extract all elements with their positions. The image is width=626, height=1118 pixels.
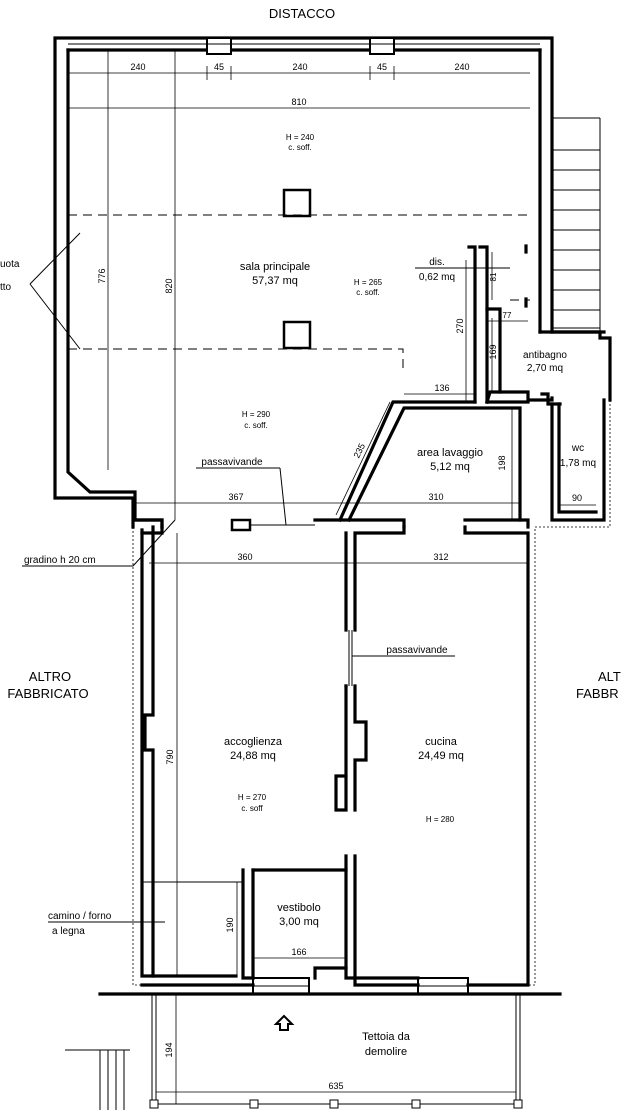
room-wc-area: 1,78 mq <box>560 458 596 469</box>
dim-77: 77 <box>503 311 512 320</box>
stairs <box>65 117 601 1110</box>
entrance-arrow-icon <box>273 1014 295 1031</box>
room-antibagno-name: antibagno <box>523 350 567 361</box>
window-top-1 <box>206 37 232 55</box>
dim-820: 820 <box>164 278 174 293</box>
dim-45-b: 45 <box>377 62 387 72</box>
room-antibagno-area: 2,70 mq <box>527 363 563 374</box>
dashed-lines <box>68 214 611 986</box>
dim-240-b: 240 <box>292 62 307 72</box>
dim-776: 776 <box>97 268 107 283</box>
dim-136: 136 <box>434 383 449 393</box>
tettoia <box>98 992 562 1109</box>
dim-194: 194 <box>164 1042 174 1057</box>
label-gradino: gradino h 20 cm <box>24 555 96 566</box>
dim-312: 312 <box>433 552 448 562</box>
room-lavaggio-area: 5,12 mq <box>430 461 470 473</box>
labels: DISTACCO ALTRO FABBRICATO ALT FABBR uota… <box>0 6 621 1091</box>
heading-left-2: FABBRICATO <box>7 686 88 701</box>
tettoia-label-2: demolire <box>365 1046 407 1058</box>
pillar-2 <box>282 320 312 350</box>
dim-198: 198 <box>497 455 507 470</box>
room-accoglienza-area: 24,88 mq <box>230 750 276 762</box>
dim-310: 310 <box>428 492 443 502</box>
heading-right-1: ALT <box>598 669 621 684</box>
room-lavaggio-name: area lavaggio <box>417 447 483 459</box>
pillar-1 <box>282 188 312 218</box>
room-accoglienza-name: accoglienza <box>224 736 283 748</box>
note-quota-1: uota <box>0 259 20 270</box>
room-cucina-name: cucina <box>425 736 458 748</box>
dim-169: 169 <box>488 344 498 359</box>
room-sala-name: sala principale <box>240 261 310 273</box>
csoff-240: c. soff. <box>288 143 311 152</box>
room-vestibolo-area: 3,00 mq <box>279 916 319 928</box>
height-290: H = 290 <box>242 410 271 419</box>
label-passavivande-2: passavivande <box>386 645 448 656</box>
note-quota-2: tto <box>0 282 12 293</box>
room-wc-name: wc <box>571 443 584 454</box>
csoff-270: c. soff <box>241 804 263 813</box>
dimension-lines <box>22 50 596 1104</box>
dim-810: 810 <box>291 97 306 107</box>
dim-190: 190 <box>225 917 235 932</box>
heading-top: DISTACCO <box>269 6 335 21</box>
csoff-290: c. soff. <box>244 421 267 430</box>
dim-81: 81 <box>489 272 498 281</box>
label-passavivande-1: passavivande <box>201 457 263 468</box>
room-vestibolo-name: vestibolo <box>277 902 320 914</box>
room-sala-area: 57,37 mq <box>252 275 298 287</box>
dim-45-a: 45 <box>214 62 224 72</box>
dim-240-a: 240 <box>130 62 145 72</box>
height-270: H = 270 <box>238 793 267 802</box>
heading-right-2: FABBR <box>576 686 619 701</box>
window-top-2 <box>369 37 395 55</box>
csoff-265: c. soff. <box>356 288 379 297</box>
height-280: H = 280 <box>426 815 455 824</box>
heading-left-1: ALTRO <box>29 669 71 684</box>
dim-790: 790 <box>165 749 175 764</box>
label-camino-2: a legna <box>52 926 85 937</box>
dim-635: 635 <box>328 1081 343 1091</box>
dim-367: 367 <box>228 492 243 502</box>
tettoia-label-1: Tettoia da <box>362 1031 411 1043</box>
walls <box>53 36 612 995</box>
dim-240-c: 240 <box>454 62 469 72</box>
height-240: H = 240 <box>286 133 315 142</box>
label-camino-1: camino / forno <box>48 911 112 922</box>
room-dis-name: dis. <box>429 257 445 268</box>
height-265: H = 265 <box>354 278 383 287</box>
dim-90: 90 <box>572 493 582 503</box>
room-dis-area: 0,62 mq <box>419 272 455 283</box>
dim-360: 360 <box>237 552 252 562</box>
room-cucina-area: 24,49 mq <box>418 750 464 762</box>
dim-166: 166 <box>291 947 306 957</box>
dim-270: 270 <box>455 318 465 333</box>
dim-235: 235 <box>352 442 368 460</box>
